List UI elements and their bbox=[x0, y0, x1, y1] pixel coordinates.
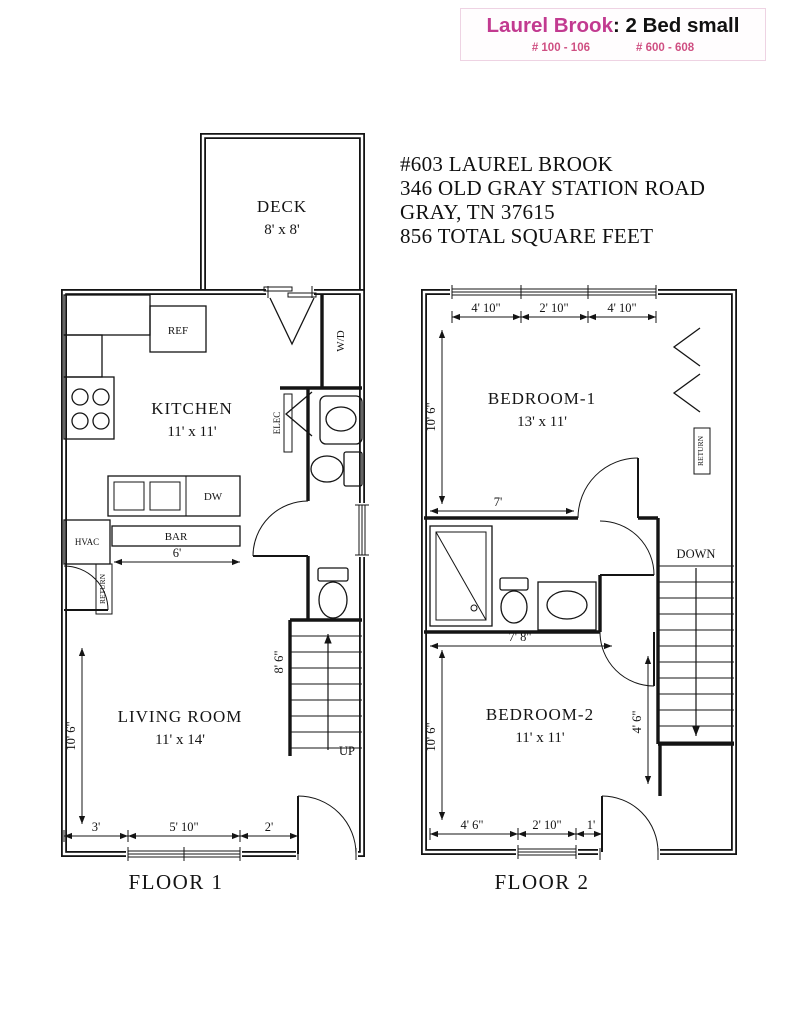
address-line-3: GRAY, TN 37615 bbox=[400, 200, 555, 224]
bedroom2-window bbox=[517, 845, 577, 859]
bedroom1-left-dim: 10' 6" bbox=[424, 402, 438, 431]
stairs-down bbox=[658, 565, 734, 743]
floor1-interior-walls bbox=[280, 295, 362, 756]
floor2-bottom-dim-1: 4' 6" bbox=[461, 818, 484, 832]
up-label: UP bbox=[339, 744, 355, 758]
floor1-plan: REF W/D ELEC bbox=[61, 133, 369, 894]
bath-sink bbox=[319, 395, 363, 445]
stove bbox=[63, 376, 115, 440]
address-line-1: #603 LAUREL BROOK bbox=[400, 152, 614, 176]
kitchen-label: KITCHEN bbox=[151, 399, 233, 418]
deck-sliding-door bbox=[263, 286, 317, 298]
floor2-bottom-dims bbox=[429, 828, 603, 840]
closet-bifold-doors bbox=[269, 297, 315, 437]
floor2-top-dims bbox=[451, 311, 657, 323]
stairs-up bbox=[290, 634, 362, 750]
floor2-top-dim-2: 2' 10" bbox=[539, 301, 568, 315]
hvac-label: HVAC bbox=[75, 537, 99, 547]
powder-toilet bbox=[317, 567, 349, 619]
hvac-closet bbox=[63, 519, 111, 565]
floor1-left-dim: 10' 6" bbox=[64, 721, 78, 750]
stairs-dim: 8' 6" bbox=[272, 651, 286, 674]
floor2-sink bbox=[537, 581, 597, 631]
bar-counter bbox=[111, 525, 241, 547]
elec-label: ELEC bbox=[272, 412, 282, 435]
floor2-bath-door bbox=[599, 520, 655, 576]
bar-dim: 6' bbox=[173, 546, 182, 560]
floor2-toilet bbox=[499, 577, 529, 624]
floor2-top-dim-3: 4' 10" bbox=[607, 301, 636, 315]
dishwasher-label: DW bbox=[204, 491, 223, 503]
hvac-door bbox=[63, 565, 109, 611]
electrical-panel bbox=[283, 393, 293, 453]
bedroom1-size: 13' x 11' bbox=[517, 414, 567, 430]
bath-door bbox=[252, 500, 309, 557]
address-block: #603 LAUREL BROOK 346 OLD GRAY STATION R… bbox=[400, 152, 705, 248]
floor2-interior-walls bbox=[424, 516, 734, 796]
floor1-caption: FLOOR 1 bbox=[128, 870, 223, 894]
floor2-bottom-dim-2: 2' 10" bbox=[532, 818, 561, 832]
floor1-bottom-dim-3: 2' bbox=[265, 820, 274, 834]
living-room-size: 11' x 14' bbox=[155, 732, 205, 748]
living-room-windows bbox=[127, 847, 241, 861]
bedroom2-label: BEDROOM-2 bbox=[486, 705, 594, 724]
entry-door bbox=[297, 795, 357, 860]
deck-label: DECK bbox=[257, 197, 307, 216]
address-line-4: 856 TOTAL SQUARE FEET bbox=[400, 224, 654, 248]
kitchen-counter bbox=[63, 294, 151, 378]
address-line-2: 346 OLD GRAY STATION ROAD bbox=[400, 176, 706, 200]
floor2-return-grille bbox=[693, 427, 711, 475]
unit-ranges: # 100 - 106 # 600 - 608 bbox=[467, 42, 759, 54]
bath-dim: 7' 8" bbox=[509, 630, 532, 644]
bedroom1-label: BEDROOM-1 bbox=[488, 389, 596, 408]
plan-type: : 2 Bed small bbox=[612, 14, 740, 37]
bedroom1-closet-doors bbox=[672, 327, 701, 413]
living-room-label: LIVING ROOM bbox=[118, 707, 243, 726]
floor2-walls bbox=[421, 286, 737, 858]
bar-label: BAR bbox=[165, 531, 188, 543]
floor2-caption: FLOOR 2 bbox=[494, 870, 589, 894]
floor2-bottom-dim-3: 1' bbox=[587, 818, 596, 832]
bath-toilet bbox=[310, 451, 363, 487]
floor1-bottom-dims bbox=[63, 830, 299, 842]
plan-title: Laurel Brook: 2 Bed small bbox=[467, 14, 759, 38]
plan-header-box: Laurel Brook: 2 Bed small # 100 - 106 # … bbox=[460, 8, 766, 61]
return-grille bbox=[95, 563, 113, 615]
down-label: DOWN bbox=[677, 547, 716, 561]
floor2-closet-door bbox=[599, 795, 659, 860]
shower bbox=[429, 525, 493, 627]
brand-name: Laurel Brook bbox=[486, 14, 613, 37]
kitchen-sink-counter bbox=[107, 475, 241, 517]
bedroom2-door bbox=[599, 631, 655, 687]
deck-size: 8' x 8' bbox=[264, 222, 300, 238]
washer-dryer-label: W/D bbox=[335, 330, 347, 351]
refrigerator bbox=[149, 305, 207, 353]
bedroom2-left-dim: 10' 6" bbox=[424, 722, 438, 751]
floor2-right-dim: 4' 6" bbox=[630, 711, 644, 734]
bedroom1-windows bbox=[451, 285, 657, 299]
floor2-top-dim-1: 4' 10" bbox=[471, 301, 500, 315]
floor2-plan: RETURN bbox=[421, 285, 737, 894]
bedroom2-size: 11' x 11' bbox=[515, 730, 565, 746]
bedroom1-door bbox=[577, 457, 639, 519]
side-window bbox=[355, 504, 369, 556]
floor2-return-label: RETURN bbox=[696, 435, 705, 466]
floor1-bottom-dim-1: 3' bbox=[92, 820, 101, 834]
hall-dim: 7' bbox=[494, 495, 503, 509]
ref-label: REF bbox=[168, 325, 188, 337]
unit-range-2: # 600 - 608 bbox=[636, 42, 695, 54]
unit-range-1: # 100 - 106 bbox=[531, 42, 590, 54]
kitchen-size: 11' x 11' bbox=[167, 424, 217, 440]
floor1-bottom-dim-2: 5' 10" bbox=[169, 820, 198, 834]
